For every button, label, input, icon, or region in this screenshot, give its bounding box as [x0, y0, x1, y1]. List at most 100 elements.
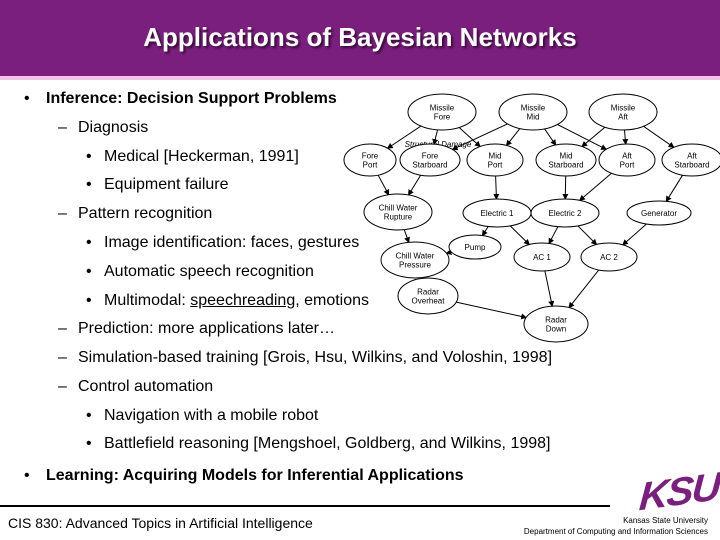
network-edge	[432, 129, 439, 146]
bullet-text: Prediction: more applications later…	[78, 320, 336, 337]
network-edge	[408, 174, 422, 196]
node-label: Missile	[521, 104, 546, 113]
node-label: Port	[488, 161, 503, 170]
network-edge	[509, 225, 530, 246]
node-label: Electric 1	[481, 209, 514, 218]
node-label: Fore	[362, 152, 379, 161]
bullet-text: Navigation with a mobile robot	[104, 407, 319, 424]
title-underline	[0, 76, 720, 80]
bullet-marker: •	[86, 407, 92, 424]
bullet-marker: –	[58, 349, 67, 366]
node-label: Missile	[611, 104, 636, 113]
bullet-marker: •	[86, 148, 92, 165]
bullet-text: Simulation-based training [Grois, Hsu, W…	[78, 349, 553, 366]
node-label: AC 1	[533, 253, 551, 262]
node-label: Mid	[560, 152, 573, 161]
network-edge	[622, 129, 629, 146]
bullet-text: Automatic speech recognition	[104, 263, 314, 280]
node-label: Aft	[622, 152, 633, 161]
node-label: Mid	[489, 152, 502, 161]
network-edge	[544, 270, 555, 308]
network-node-ac-2: AC 2	[580, 242, 638, 272]
network-edge	[386, 125, 422, 149]
node-label: Starboard	[674, 161, 709, 170]
network-edge	[544, 128, 557, 146]
network-edge	[377, 174, 390, 196]
footer-rule	[0, 505, 610, 507]
underlined-term: speechreading	[190, 292, 296, 309]
text-segment: Multimodal:	[104, 292, 191, 309]
bullet-marker: –	[58, 378, 67, 395]
title-bar: Applications of Bayesian Networks	[0, 0, 720, 76]
node-label: Generator	[641, 209, 677, 218]
bullet-marker: •	[86, 435, 92, 452]
network-node-ac-1: AC 1	[513, 242, 571, 272]
node-ellipse	[407, 93, 477, 131]
node-ellipse	[397, 277, 459, 315]
course-title: CIS 830: Advanced Topics in Artificial I…	[8, 515, 313, 531]
node-label: Chill Water	[379, 204, 418, 213]
bullet-marker: –	[58, 320, 67, 337]
bullet-text: Control automation	[78, 378, 214, 395]
bullet-marker: •	[86, 176, 92, 193]
node-label: Mid	[527, 113, 540, 122]
bullet-marker: •	[86, 234, 92, 251]
node-label: Radar	[545, 316, 567, 325]
node-ellipse	[530, 198, 600, 228]
bullet-text: Equipment failure	[104, 176, 229, 193]
node-ellipse	[363, 193, 433, 231]
bullet-text: Multimodal: speechreading, emotions	[104, 292, 369, 310]
node-label: Fore	[422, 152, 439, 161]
node-label: AC 2	[600, 253, 618, 262]
network-node-electric-1: Electric 1	[462, 198, 532, 228]
node-ellipse	[535, 143, 597, 177]
bullet-marker: –	[58, 205, 67, 222]
network-edge	[456, 301, 528, 320]
network-edge	[622, 223, 647, 246]
node-ellipse	[513, 242, 571, 272]
node-label: Port	[620, 161, 635, 170]
network-node-pump: Pump	[448, 234, 502, 260]
university-name: Kansas State University	[623, 516, 708, 525]
node-label: Starboard	[412, 161, 447, 170]
bullet-text: Battlefield reasoning [Mengshoel, Goldbe…	[104, 435, 551, 452]
network-edge	[665, 174, 683, 203]
network-node-generator: Generator	[626, 200, 692, 226]
network-edge	[493, 175, 500, 201]
node-label: Rupture	[384, 213, 413, 222]
bullet-text: Image identification: faces, gestures	[104, 234, 360, 251]
bullet-text: Learning: Acquiring Models for Inferenti…	[46, 467, 464, 484]
network-node-electric-2: Electric 2	[530, 198, 600, 228]
bullet-marker: •	[24, 90, 30, 107]
node-ellipse	[498, 93, 568, 131]
node-label: Down	[546, 325, 566, 334]
node-ellipse	[588, 93, 658, 131]
bullet-marker: •	[86, 263, 92, 280]
bullet-marker: •	[86, 292, 92, 309]
node-ellipse	[380, 241, 450, 279]
node-ellipse	[448, 234, 502, 260]
node-ellipse	[466, 143, 524, 177]
node-label: Missile	[430, 104, 455, 113]
network-edge	[403, 229, 410, 244]
node-label: Radar	[417, 288, 439, 297]
bullet-marker: –	[58, 119, 67, 136]
network-edge	[568, 269, 600, 309]
bullet-text: Diagnosis	[78, 119, 149, 136]
network-edge	[548, 226, 559, 245]
network-edge	[578, 172, 612, 202]
bullet-marker: •	[24, 467, 30, 484]
